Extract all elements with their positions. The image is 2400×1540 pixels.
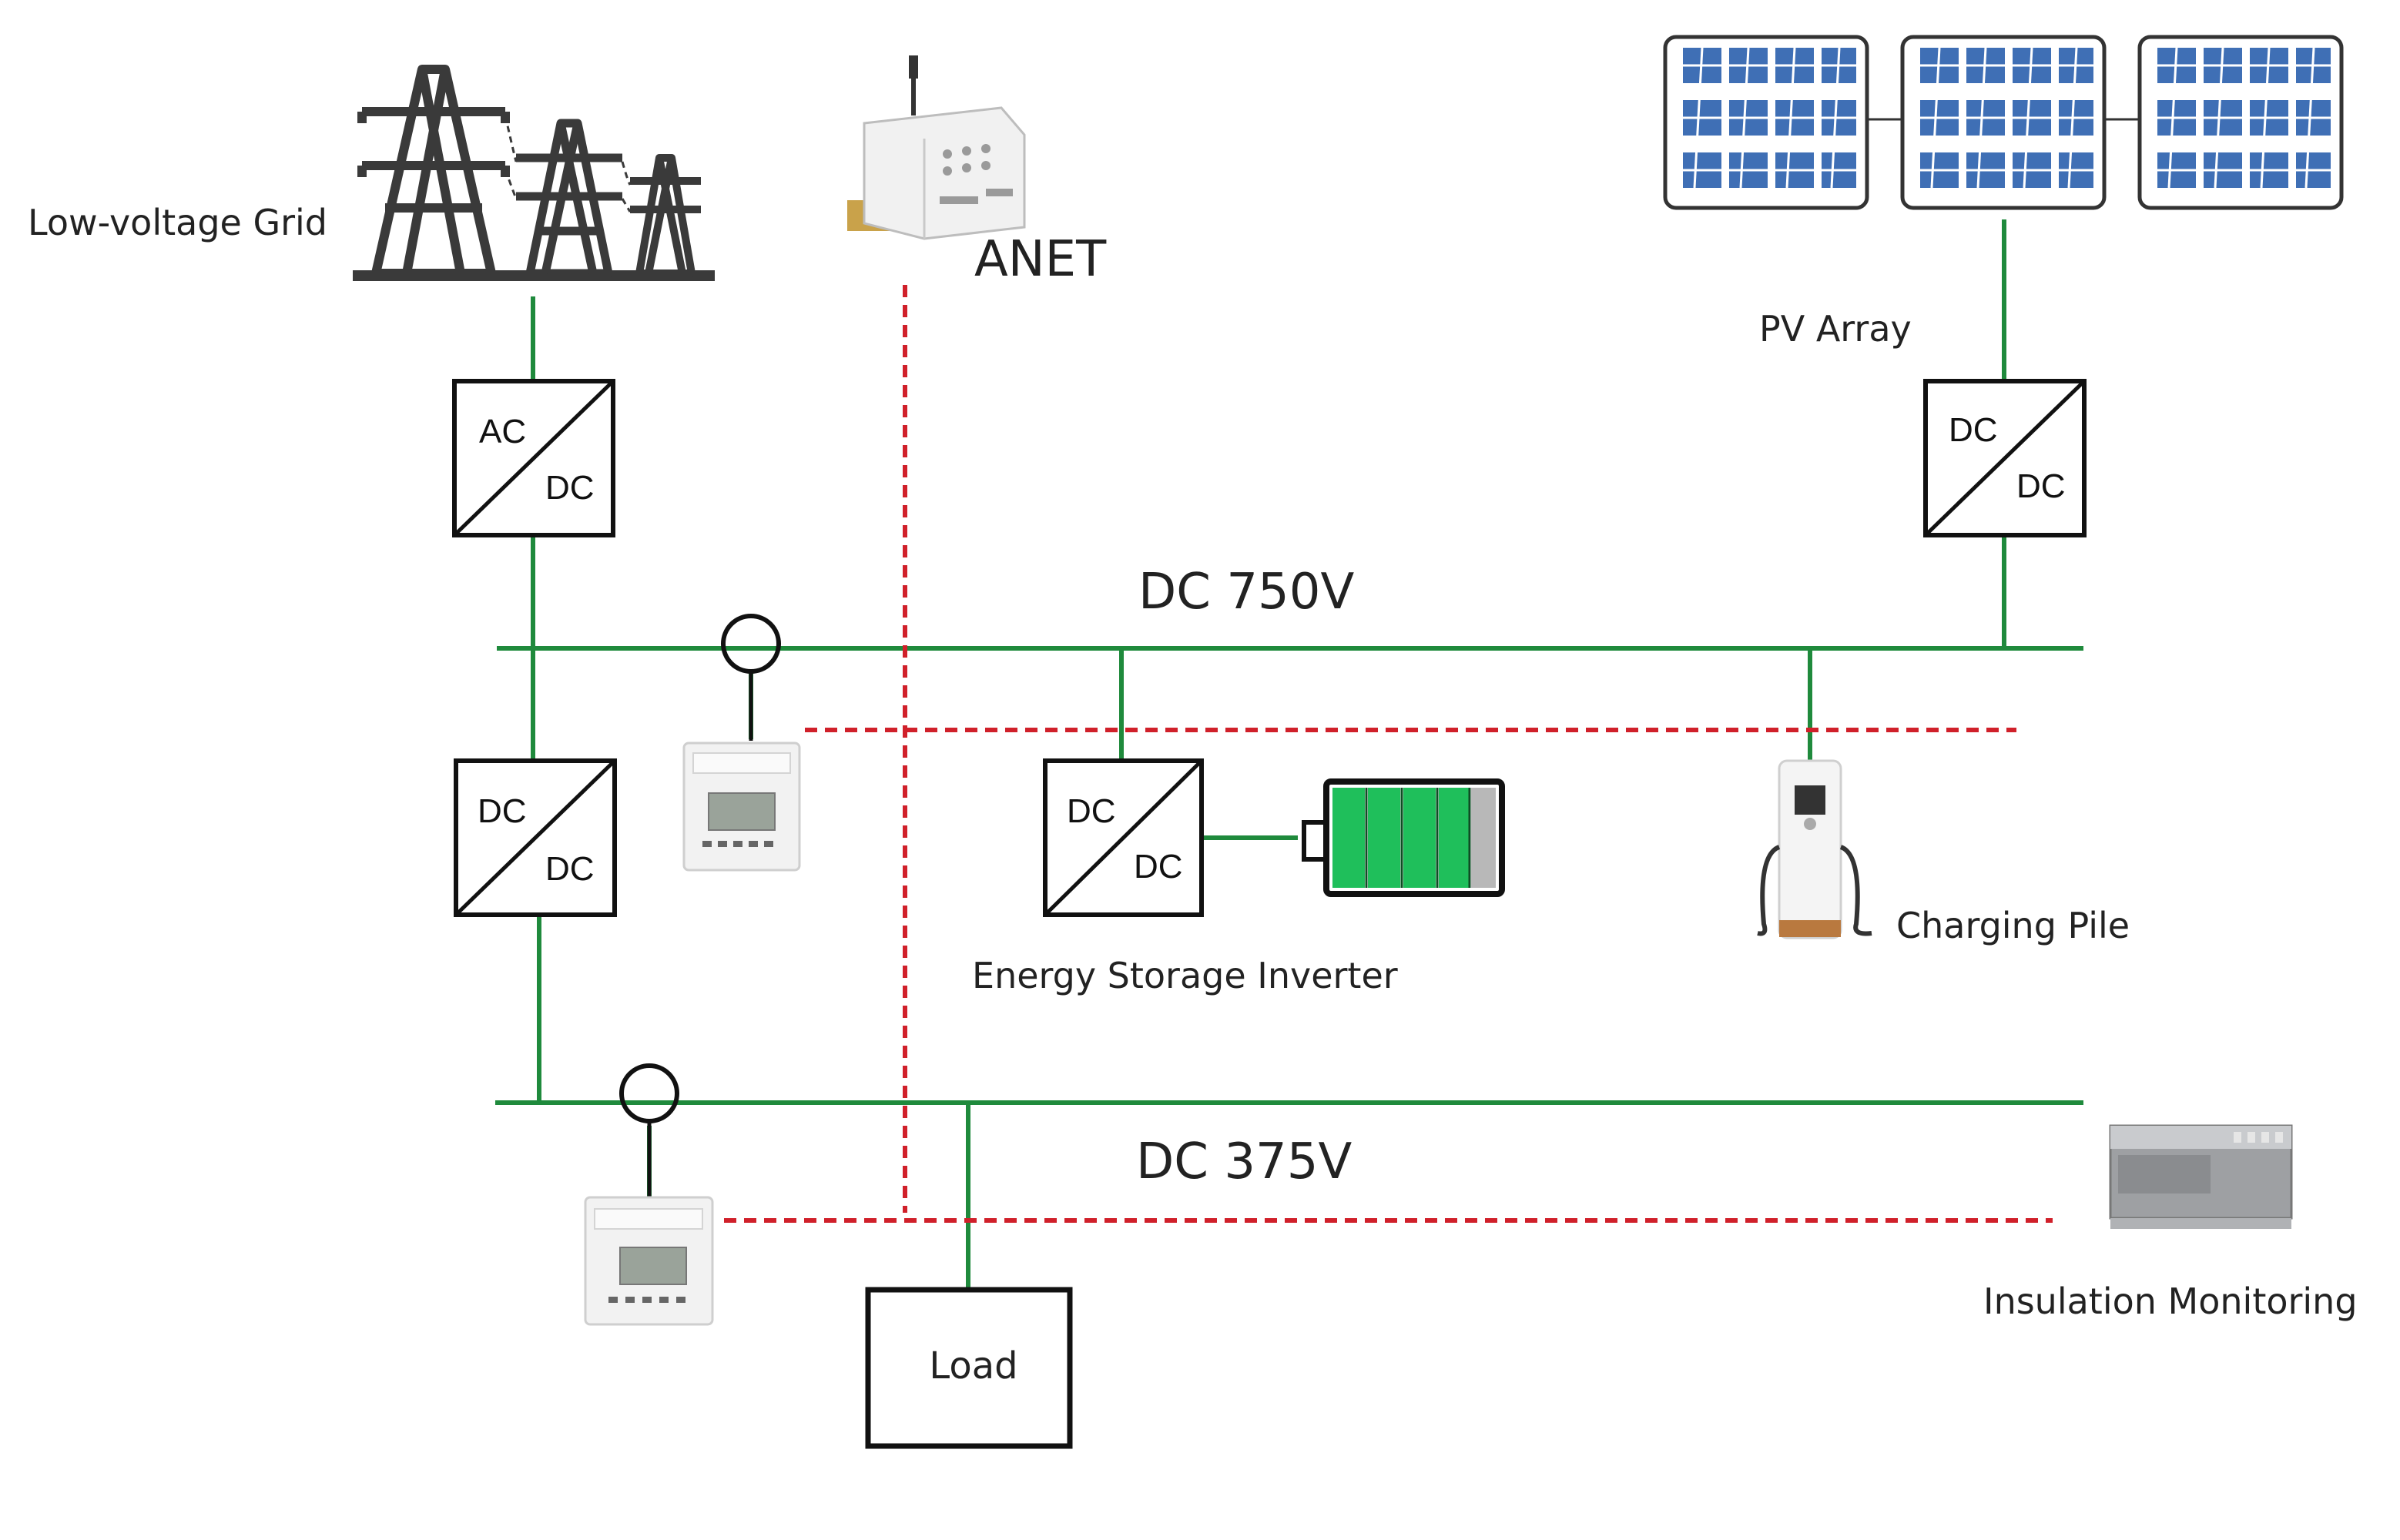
energy-meter-icon [682,742,801,872]
converter-top-label: DC [478,792,527,830]
converter-top-label: AC [479,413,526,450]
converter-bottom-label: DC [1134,848,1183,886]
grid-label: Low-voltage Grid [28,202,327,243]
current-transformer-icon [619,1063,679,1123]
converter-bottom-label: DC [2016,467,2066,505]
current-transformer-icon [721,614,781,674]
converter-top-label: DC [1067,792,1116,830]
anet-label: ANET [974,231,1107,288]
charging-pile-icon [1757,759,1872,939]
insulation-monitoring-label: Insulation Monitoring [1983,1281,2358,1322]
communication-lines [724,285,2053,1223]
converter-bottom-label: DC [545,469,595,507]
energy-storage-label: Energy Storage Inverter [972,955,1398,996]
pv-array-label: PV Array [1759,308,1912,350]
converter-bottom-label: DC [545,850,595,888]
insulation-monitor-icon [2109,1124,2293,1229]
energy-meter-icon [584,1196,714,1326]
load-box: Load [865,1287,1073,1449]
converter-main-dcdc: DC DC [454,758,617,917]
converter-top-label: DC [1949,411,1998,449]
bus-750v-label: DC 750V [1138,564,1354,621]
transmission-tower-icon [353,65,715,281]
converter-pv-dcdc: DC DC [1923,379,2087,537]
converter-grid-acdc: AC DC [452,379,615,537]
bus-375v-label: DC 375V [1136,1133,1352,1190]
charging-pile-label: Charging Pile [1896,905,2130,946]
solar-panel-icon [1663,35,2341,210]
gateway-device-icon [847,55,1026,240]
converter-storage-dcdc: DC DC [1043,758,1204,917]
load-label: Load [929,1344,1017,1388]
battery-icon [1302,778,1505,897]
